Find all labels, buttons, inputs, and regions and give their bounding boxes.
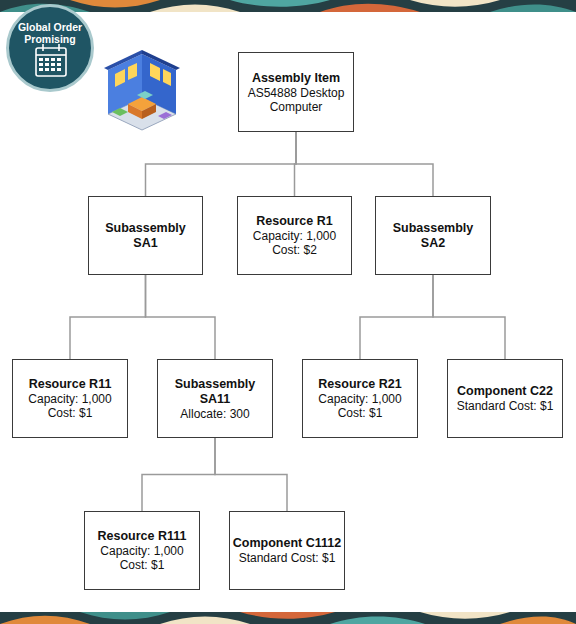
item-heading: Assembly Item (241, 71, 351, 86)
item-box: Resource R21Capacity: 1,000 Cost: $1 (302, 359, 418, 438)
badge-title: Global Order Promising (14, 21, 86, 45)
item-heading: Resource R21 (305, 377, 415, 392)
tree-connector (142, 438, 215, 511)
item-heading: Resource R111 (87, 529, 197, 544)
item-detail: Allocate: 300 (160, 407, 270, 421)
item-detail: Capacity: 1,000 Cost: $1 (95, 544, 189, 572)
tree-connector (146, 275, 216, 359)
badge-circle: Global Order Promising (6, 4, 94, 92)
item-box: Resource R1Capacity: 1,000 Cost: $2 (237, 196, 352, 275)
item-heading: Resource R11 (15, 377, 125, 392)
item-heading: Subassembly SA11 (169, 377, 261, 407)
tree-connector (70, 275, 146, 359)
item-detail: Capacity: 1,000 Cost: $1 (313, 392, 407, 420)
top-band (0, 0, 576, 12)
item-box: Subassembly SA2 (375, 196, 491, 275)
item-heading: Resource R1 (240, 214, 350, 229)
item-box: Assembly ItemAS54888 Desktop Computer (238, 52, 354, 132)
item-detail: AS54888 Desktop Computer (244, 86, 348, 114)
tree-connector (146, 132, 297, 196)
item-box: Subassembly SA11Allocate: 300 (157, 359, 273, 438)
item-box: Subassembly SA1 (88, 196, 203, 275)
item-box: Component C22Standard Cost: $1 (447, 359, 563, 438)
item-box: Component C1112Standard Cost: $1 (229, 511, 345, 590)
building-illustration (104, 50, 180, 130)
item-heading: Subassembly SA2 (387, 221, 479, 251)
item-detail: Standard Cost: $1 (449, 399, 561, 413)
item-detail: Standard Cost: $1 (231, 551, 343, 565)
tree-connector (296, 132, 433, 196)
item-heading: Component C1112 (230, 536, 344, 551)
item-detail: Capacity: 1,000 Cost: $1 (23, 392, 117, 420)
tree-connector (360, 275, 433, 359)
item-box: Resource R11Capacity: 1,000 Cost: $1 (12, 359, 128, 438)
item-detail: Capacity: 1,000 Cost: $2 (248, 229, 342, 257)
tree-connector (433, 275, 505, 359)
bottom-band (0, 612, 576, 624)
tree-connector (215, 438, 287, 511)
item-heading: Subassembly SA1 (100, 221, 192, 251)
item-box: Resource R111Capacity: 1,000 Cost: $1 (84, 511, 200, 590)
item-heading: Component C22 (448, 384, 562, 399)
